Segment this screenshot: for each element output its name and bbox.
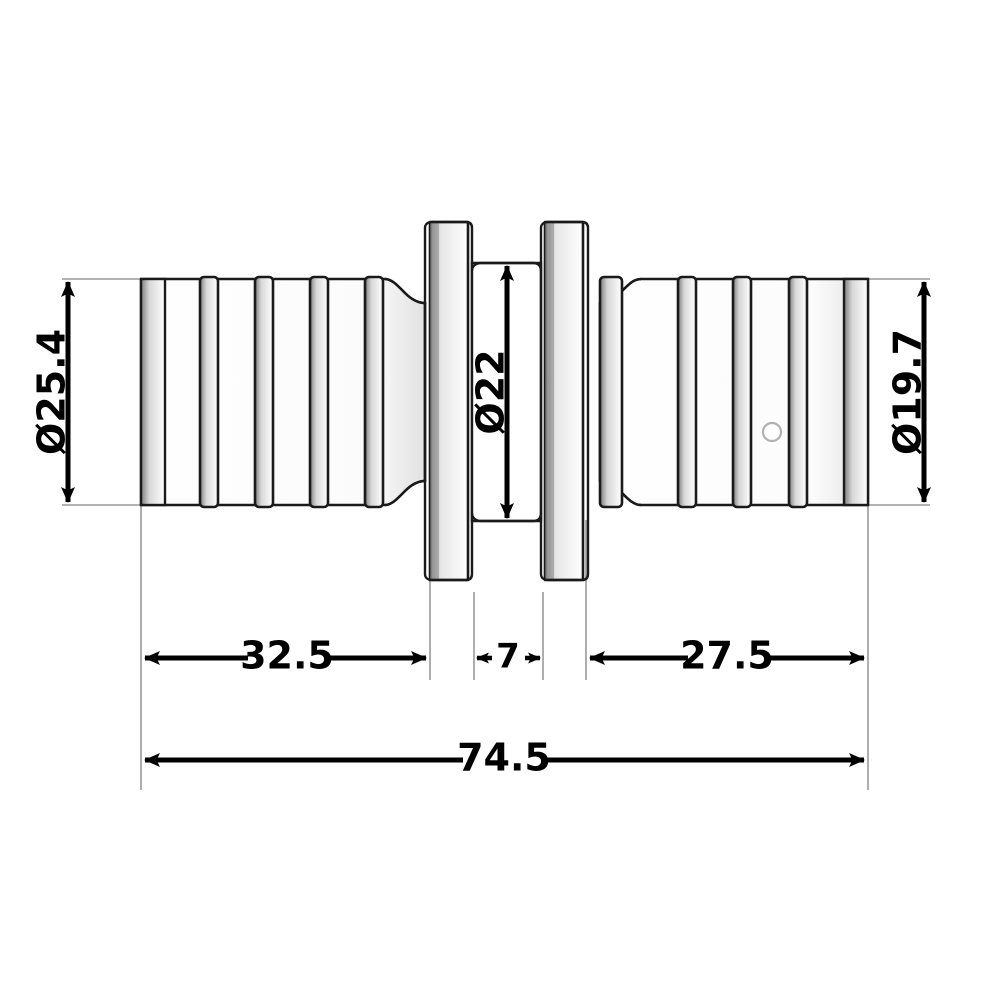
right-flange-outline-2: [539, 220, 590, 582]
right-end-rib: [842, 277, 870, 507]
right-barb-ribs: [676, 275, 809, 509]
dim-label-center-diameter: Ø22: [469, 349, 513, 434]
right-inner-rib: [598, 275, 624, 509]
dimension-right-length: 27.5: [589, 634, 865, 680]
left-flange-outline-2: [423, 220, 474, 582]
dimension-left-diameter: Ø25.4: [30, 281, 75, 503]
dimension-left-length: 32.5: [144, 634, 427, 680]
dimension-center-length: 7: [476, 637, 541, 679]
left-flange-highlight: [430, 222, 439, 580]
dim-label-right-diameter: Ø19.7: [886, 329, 930, 455]
dimension-center-diameter: Ø22: [469, 265, 514, 519]
dim-label-center-length: 7: [496, 637, 520, 677]
dim-label-left-length: 32.5: [240, 634, 334, 678]
coupling-part-geometry: [139, 220, 870, 582]
dim-label-left-diameter: Ø25.4: [30, 329, 74, 455]
left-barb-ribs: [198, 275, 385, 509]
dimension-overall-length: 74.5: [144, 736, 865, 782]
right-flange-highlight: [545, 222, 554, 580]
left-end-rib: [139, 277, 167, 507]
dim-label-right-length: 27.5: [680, 634, 774, 678]
dimension-right-diameter: Ø19.7: [886, 281, 931, 503]
dim-label-overall-length: 74.5: [457, 736, 551, 780]
detail-hole-circle: [761, 421, 783, 443]
